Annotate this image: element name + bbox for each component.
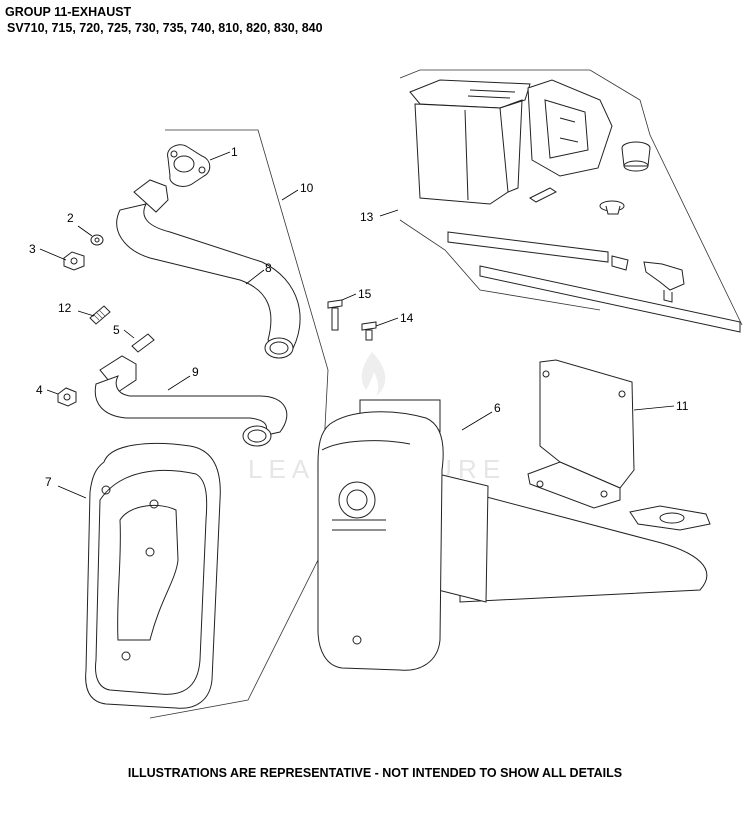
leader-lines — [39, 151, 675, 499]
callout-13: 13 — [360, 210, 374, 224]
callout-9: 9 — [192, 365, 199, 379]
model-list: SV710, 715, 720, 725, 730, 735, 740, 810… — [7, 21, 323, 35]
callout-1: 1 — [231, 145, 238, 159]
part-13-evap-canister — [409, 79, 741, 333]
callout-2: 2 — [67, 211, 74, 225]
part-1-gasket — [167, 144, 211, 187]
callout-11: 11 — [676, 399, 689, 413]
callout-10: 10 — [300, 181, 314, 195]
part-8-exhaust-pipe — [116, 179, 301, 359]
leader-1 — [209, 151, 231, 161]
frame-evap-top — [399, 69, 743, 326]
callout-7: 7 — [45, 475, 52, 489]
vent-hose-1 — [447, 231, 609, 263]
callout-4: 4 — [36, 383, 43, 397]
part-4-nut — [57, 387, 77, 407]
part-7-heat-shield — [85, 442, 221, 709]
part-15-bolt — [327, 299, 343, 331]
frame-evap-bottom — [399, 219, 601, 311]
callout-numbers: 1 2 3 4 5 6 7 8 9 10 11 12 13 14 15 — [29, 145, 689, 489]
leader-4 — [46, 389, 59, 395]
leader-9 — [167, 375, 191, 391]
leader-15 — [341, 293, 357, 301]
part-11-bracket — [527, 359, 635, 509]
part-3-nut — [63, 251, 85, 271]
leader-7 — [57, 485, 87, 499]
callout-6: 6 — [494, 401, 501, 415]
leader-14 — [375, 317, 399, 327]
leader-8 — [245, 269, 265, 285]
leader-5 — [123, 329, 135, 339]
callout-5: 5 — [113, 323, 120, 337]
leader-2 — [77, 225, 93, 237]
flame-logo-icon — [361, 352, 386, 396]
leader-12 — [77, 310, 95, 317]
part-12-stud — [89, 305, 111, 325]
leader-3 — [39, 248, 67, 261]
leader-13 — [379, 209, 399, 217]
callout-12: 12 — [58, 301, 72, 315]
callout-15: 15 — [358, 287, 372, 301]
vent-hose-2 — [479, 265, 741, 333]
leader-6 — [461, 411, 493, 431]
part-5-stud — [131, 333, 155, 353]
part-2-washer — [90, 234, 104, 246]
page-title: GROUP 11-EXHAUST — [5, 5, 132, 19]
canister-body — [414, 103, 509, 205]
callout-8: 8 — [265, 261, 272, 275]
part-6-muffler — [317, 399, 711, 671]
leader-10 — [281, 189, 299, 201]
part-14-bolt — [361, 321, 377, 341]
leader-11 — [633, 405, 675, 411]
callout-3: 3 — [29, 242, 36, 256]
footer-disclaimer: ILLUSTRATIONS ARE REPRESENTATIVE - NOT I… — [127, 766, 623, 780]
canister-bracket — [527, 79, 613, 177]
callout-14: 14 — [400, 311, 414, 325]
part-9-exhaust-pipe — [94, 355, 288, 447]
